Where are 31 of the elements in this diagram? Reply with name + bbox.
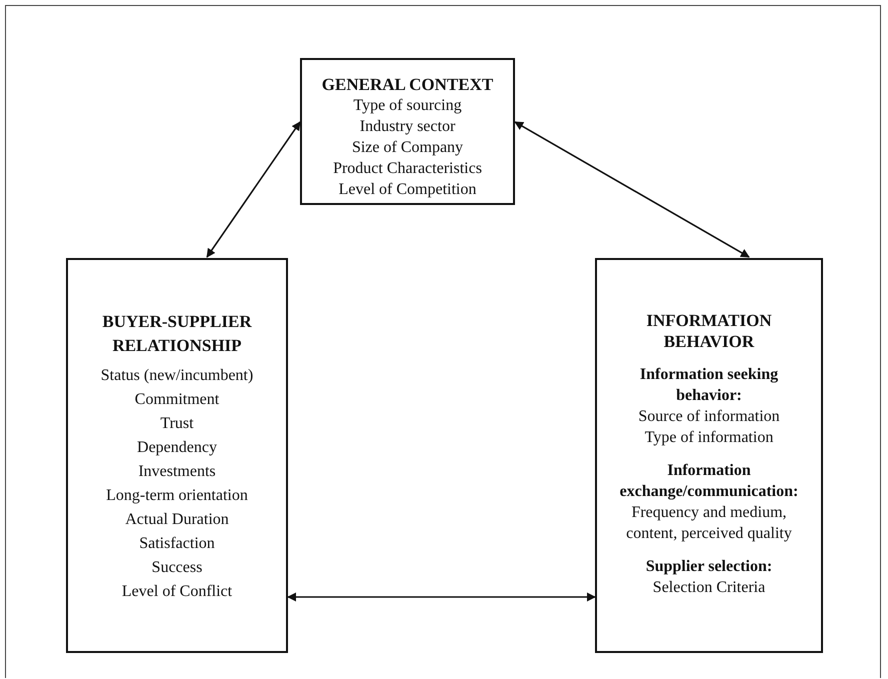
- list-item: Level of Conflict: [120, 582, 234, 602]
- list-item: Selection Criteria: [652, 578, 766, 598]
- double-arrow: [514, 121, 750, 258]
- double-arrow: [206, 121, 301, 258]
- list-item: Satisfaction: [138, 534, 216, 554]
- section-heading: Supplier selection:: [644, 557, 774, 577]
- text-box: [66, 258, 288, 653]
- list-item: Success: [150, 558, 204, 578]
- list-item: Long-term orientation: [105, 486, 249, 506]
- list-item: Investments: [137, 462, 217, 482]
- box-heading: INFORMATION BEHAVIOR: [645, 310, 773, 352]
- list-item: Status (new/incumbent): [100, 366, 254, 386]
- list-item: Commitment: [134, 390, 220, 410]
- list-item: Product Characteristics: [332, 159, 483, 179]
- list-item: Frequency and medium, content, perceived quality: [625, 503, 793, 544]
- section-heading: Information seeking behavior:: [638, 365, 780, 406]
- list-item: Type of information: [644, 428, 774, 448]
- text-box: [595, 258, 823, 653]
- box-heading: GENERAL CONTEXT: [320, 74, 494, 95]
- list-item: Industry sector: [358, 117, 456, 137]
- list-item: Source of information: [637, 407, 781, 427]
- list-item: Level of Competition: [338, 180, 478, 200]
- box-heading: BUYER-SUPPLIER RELATIONSHIP: [101, 311, 253, 357]
- list-item: Trust: [159, 414, 195, 434]
- list-item: Actual Duration: [124, 510, 230, 530]
- list-item: Type of sourcing: [352, 96, 463, 116]
- section-heading: Information exchange/communication:: [618, 461, 800, 502]
- list-item: Size of Company: [350, 138, 464, 158]
- double-arrow: [287, 592, 596, 602]
- text-box: [300, 58, 515, 205]
- list-item: Dependency: [136, 438, 218, 458]
